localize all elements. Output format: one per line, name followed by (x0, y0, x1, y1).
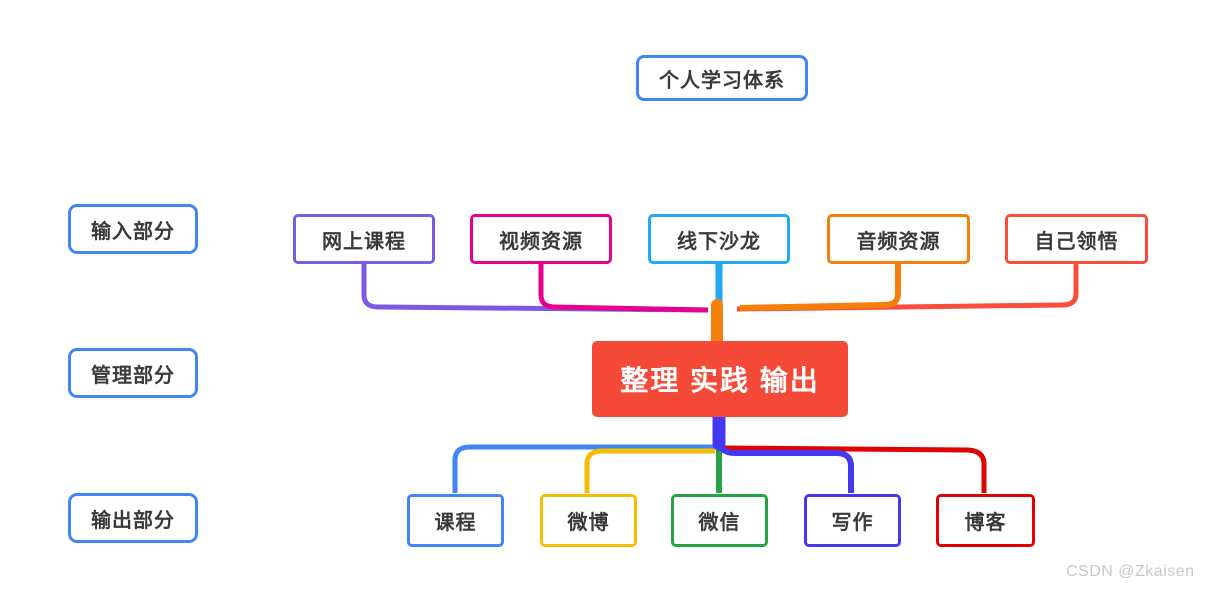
side-label-manage[interactable]: 管理部分 (68, 348, 198, 398)
output-node-blog-label: 博客 (964, 512, 1007, 534)
csdn-watermark: CSDN @Zkaisen (1066, 563, 1195, 580)
connector-writing (716, 417, 854, 493)
output-node-blog[interactable]: 博客 (936, 494, 1035, 547)
connector-online-courses (361, 263, 709, 313)
input-node-self-realization-label: 自己领悟 (1034, 230, 1119, 253)
input-node-offline-salon[interactable]: 线下沙龙 (648, 214, 790, 264)
output-node-course[interactable]: 课程 (407, 494, 504, 547)
connector-video-resources (538, 263, 709, 313)
side-label-manage-text: 管理部分 (91, 364, 175, 387)
side-label-input-text: 输入部分 (91, 220, 175, 243)
side-label-output[interactable]: 输出部分 (68, 493, 198, 543)
output-node-course-label: 课程 (434, 512, 477, 534)
center-node[interactable]: 整理 实践 输出 (592, 341, 848, 417)
output-node-wechat[interactable]: 微信 (671, 494, 768, 547)
connector-weibo (584, 448, 715, 493)
input-node-audio-resources[interactable]: 音频资源 (827, 214, 970, 264)
output-node-writing[interactable]: 写作 (804, 494, 901, 547)
input-node-audio-resources-label: 音频资源 (856, 230, 941, 253)
input-node-self-realization[interactable]: 自己领悟 (1005, 214, 1148, 264)
center-node-label: 整理 实践 输出 (620, 365, 820, 396)
input-node-video-resources[interactable]: 视频资源 (470, 214, 612, 264)
output-node-wechat-label: 微信 (698, 512, 741, 534)
input-node-online-courses-label: 网上课程 (322, 230, 406, 253)
title-node-label: 个人学习体系 (659, 69, 785, 92)
title-node[interactable]: 个人学习体系 (636, 55, 808, 101)
side-label-output-text: 输出部分 (91, 509, 175, 532)
input-node-video-resources-label: 视频资源 (499, 230, 583, 253)
connector-course (452, 444, 715, 493)
connector-blog (723, 445, 987, 493)
connector-self-realization (736, 263, 1079, 312)
input-node-online-courses[interactable]: 网上课程 (293, 214, 435, 264)
output-node-weibo-label: 微博 (567, 512, 610, 534)
output-node-weibo[interactable]: 微博 (540, 494, 637, 547)
side-label-input[interactable]: 输入部分 (68, 204, 198, 254)
output-node-writing-label: 写作 (831, 512, 874, 534)
connector-audio-resources (739, 263, 901, 311)
input-node-offline-salon-label: 线下沙龙 (677, 230, 761, 253)
